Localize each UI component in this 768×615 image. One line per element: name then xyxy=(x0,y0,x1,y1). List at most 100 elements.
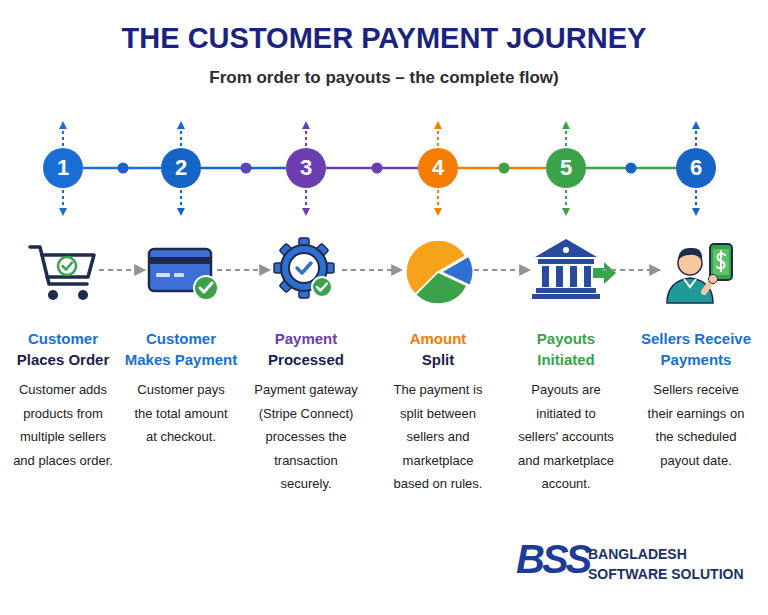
step-number-circle: 6 xyxy=(676,148,716,188)
check-mark xyxy=(317,284,327,291)
step-icon-box: Payouts InitiatedPayouts are initiated t… xyxy=(530,238,602,302)
check-badge xyxy=(312,277,332,297)
step-description: The payment is split between sellers and… xyxy=(388,378,488,496)
person-head xyxy=(678,251,702,275)
step-icon-box: Customer Places OrderCustomer adds produ… xyxy=(27,238,99,302)
arrow-head xyxy=(302,121,310,129)
person-collar xyxy=(684,279,696,287)
step-icon-box: Payment ProcessedPayment gateway (Stripe… xyxy=(270,238,342,302)
step-number: 1 xyxy=(43,148,83,188)
step-heading: Customer Places Order xyxy=(13,328,113,370)
down-arrow-line xyxy=(62,190,64,209)
bank-column xyxy=(542,266,549,287)
bank-column xyxy=(570,266,577,287)
gear-tooth xyxy=(313,243,329,259)
gear-tooth xyxy=(299,286,309,298)
step-description: Sellers receive their earnings on the sc… xyxy=(641,378,751,472)
step-number-circle: 1 xyxy=(43,148,83,188)
bank-column xyxy=(584,266,591,287)
arrow-head xyxy=(434,121,442,129)
flow-arrow xyxy=(342,269,402,271)
bank-roof xyxy=(535,239,597,257)
timeline-line xyxy=(201,167,286,170)
down-arrow-line xyxy=(305,190,307,209)
gear-tooth xyxy=(313,277,329,293)
gear-tooth xyxy=(299,238,309,250)
timeline-line xyxy=(458,167,546,170)
step-description: Customer adds products from multiple sel… xyxy=(10,378,116,472)
bank-emblem xyxy=(563,247,569,253)
timeline-line xyxy=(586,167,676,170)
pie-slice xyxy=(441,256,473,286)
cart-basket xyxy=(42,255,94,277)
up-arrow-line xyxy=(180,128,182,146)
person-hair xyxy=(678,248,702,260)
phone-screen xyxy=(713,249,729,275)
timeline-dot xyxy=(626,163,637,174)
step-number-circle: 3 xyxy=(286,148,326,188)
pie-slice xyxy=(406,240,466,295)
person-hand xyxy=(709,275,718,284)
step-number: 6 xyxy=(676,148,716,188)
dollar-symbol xyxy=(717,251,725,271)
down-arrow-line xyxy=(180,190,182,209)
step-heading: Customer Makes Payment xyxy=(123,328,239,370)
up-arrow-line xyxy=(305,128,307,146)
check-badge xyxy=(58,257,76,275)
step-description: Payouts are initiated to sellers' accoun… xyxy=(516,378,616,496)
down-arrow-line xyxy=(695,190,697,209)
timeline-line xyxy=(326,167,418,170)
card-stripe xyxy=(150,257,210,264)
person-body xyxy=(667,278,713,303)
step-icon-box: Amount SplitThe payment is split between… xyxy=(402,238,474,302)
timeline-line xyxy=(83,167,161,170)
down-arrow-line xyxy=(565,190,567,209)
gear-tooth xyxy=(279,243,295,259)
flow-arrow xyxy=(217,269,270,271)
timeline-dot xyxy=(499,163,510,174)
person-arm xyxy=(704,279,713,292)
timeline-dot xyxy=(241,163,252,174)
pie-slice xyxy=(415,272,467,304)
bank-base xyxy=(532,294,600,299)
flow-arrow xyxy=(602,269,660,271)
arrow-head xyxy=(562,121,570,129)
step-number-circle: 2 xyxy=(161,148,201,188)
timeline-dot xyxy=(372,163,383,174)
up-arrow-line xyxy=(437,128,439,146)
diagram-title: THE CUSTOMER PAYMENT JOURNEY xyxy=(0,20,768,56)
step-number: 2 xyxy=(161,148,201,188)
gear-body xyxy=(281,245,327,291)
step-number: 5 xyxy=(546,148,586,188)
timeline-dot xyxy=(118,163,129,174)
check-mark xyxy=(297,263,311,273)
cart-frame xyxy=(30,247,87,284)
cart-wheel xyxy=(48,290,58,300)
bank-beam xyxy=(538,259,594,264)
arrow-head xyxy=(434,208,442,216)
gear-tooth xyxy=(279,277,295,293)
gear-tooth xyxy=(322,263,334,273)
cart-wheel xyxy=(78,290,88,300)
card-body xyxy=(149,249,211,291)
step-number: 4 xyxy=(418,148,458,188)
arrow-head xyxy=(59,208,67,216)
up-arrow-line xyxy=(695,128,697,146)
flow-arrow xyxy=(474,269,530,271)
step-icon-box: Customer Makes PaymentCustomer pays the … xyxy=(145,238,217,302)
bank-base xyxy=(536,288,596,293)
arrow-head xyxy=(692,121,700,129)
payout-arrow xyxy=(593,262,616,284)
bank-column xyxy=(556,266,563,287)
card-digits xyxy=(174,273,184,277)
subtitle: From order to payouts – the complete flo… xyxy=(0,67,768,89)
check-mark xyxy=(63,263,73,270)
gear-hole xyxy=(289,253,319,283)
step-icon-box: Sellers Receive PaymentsSellers receive … xyxy=(660,238,732,302)
step-description: Customer pays the total amount at checko… xyxy=(131,378,231,449)
step-heading: Payouts Initiated xyxy=(521,328,611,370)
arrow-head xyxy=(177,208,185,216)
step-heading: Sellers Receive Payments xyxy=(636,328,756,370)
company-logo: BSS xyxy=(516,536,589,582)
step-heading: Payment Processed xyxy=(251,328,361,370)
